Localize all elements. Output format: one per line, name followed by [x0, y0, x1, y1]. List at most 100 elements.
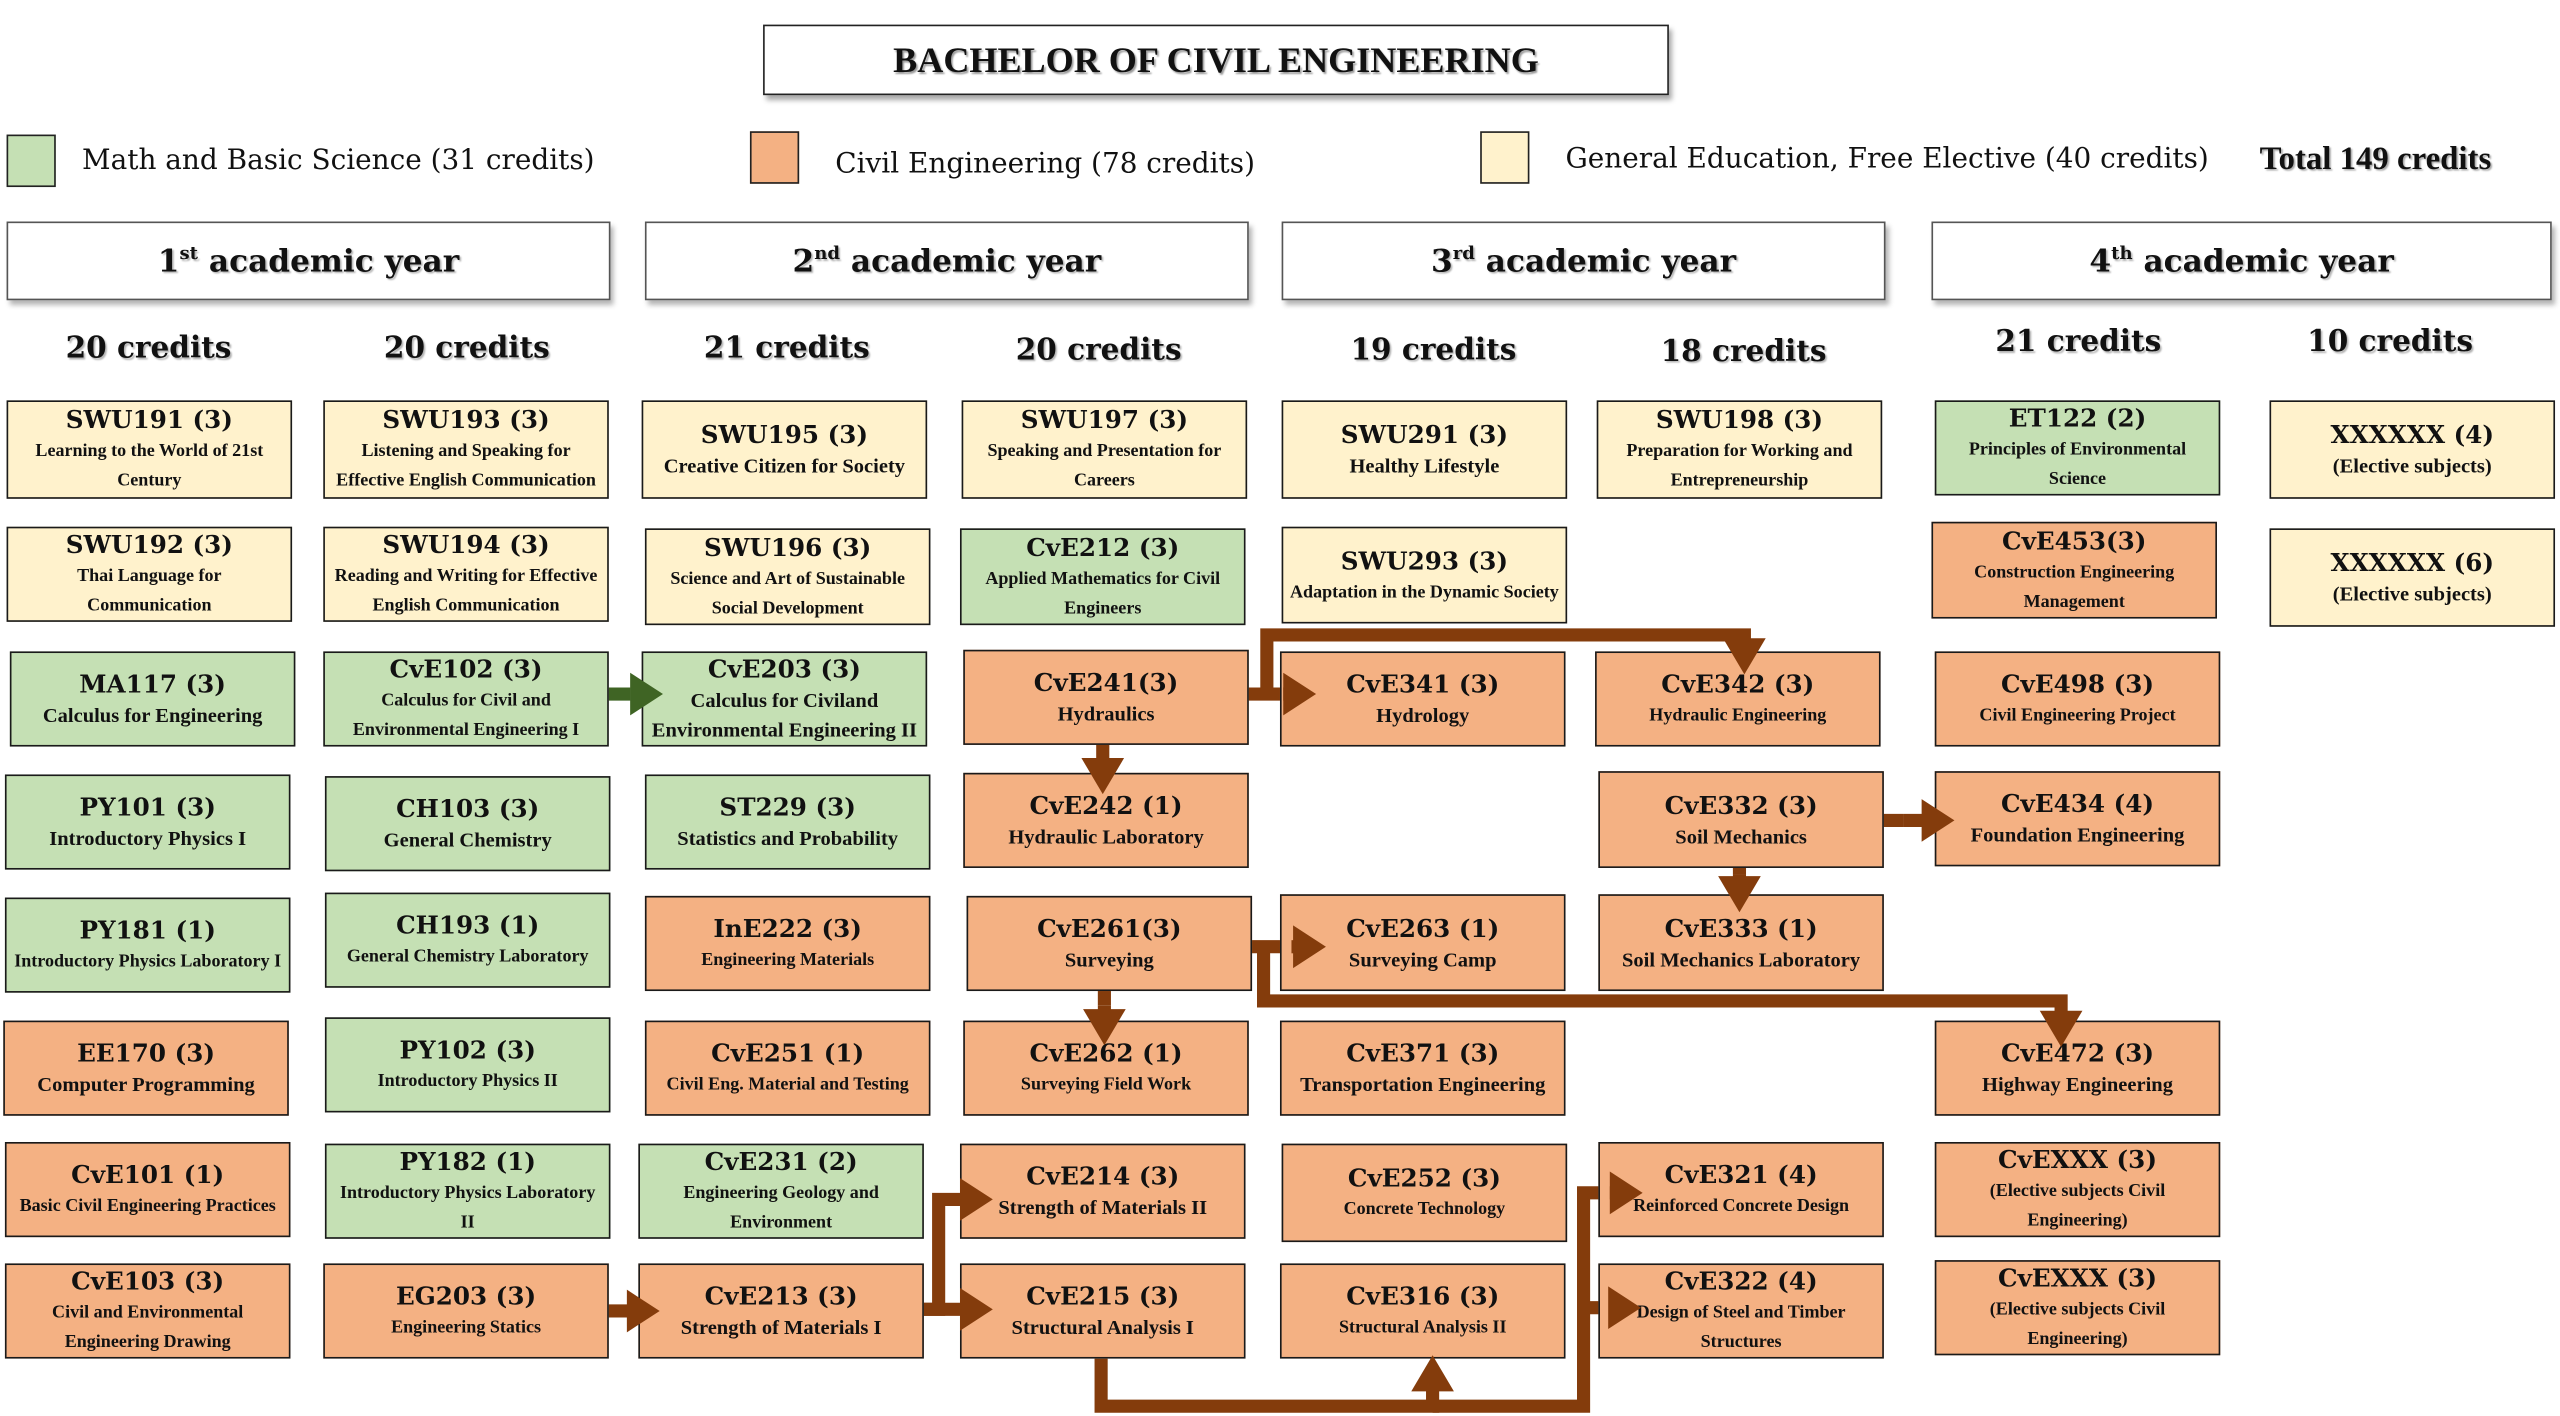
course-name: Calculus for Civil and Environmental Eng… — [352, 690, 580, 741]
course-name: Civil Engineering Project — [1979, 705, 2176, 726]
course-code: MA117 (3) — [79, 669, 226, 699]
course-cve371[interactable]: CvE371 (3)Transportation Engineering — [1279, 1020, 1566, 1116]
semester-4-credits: 20 credits — [1015, 333, 1182, 368]
course-code: ET122 (2) — [2008, 403, 2147, 434]
course-ch103[interactable]: CH103 (3)General Chemistry — [324, 776, 611, 872]
course-cve498[interactable]: CvE498 (3)Civil Engineering Project — [1934, 651, 2221, 747]
course-cve241[interactable]: CvE241(3)Hydraulics — [963, 649, 1249, 745]
course-eg203[interactable]: EG203 (3)Engineering Statics — [323, 1263, 609, 1359]
course-py102[interactable]: PY102 (3)Introductory Physics II — [324, 1017, 611, 1113]
course-name: Engineering Materials — [701, 950, 875, 970]
course-swu196[interactable]: SWU196 (3)Science and Art of Sustainable… — [644, 528, 931, 626]
course-code: SWU293 (3) — [1340, 545, 1509, 576]
course-code: CH193 (1) — [396, 910, 540, 941]
course-name: Strength of Materials I — [680, 1315, 882, 1339]
course-cve212[interactable]: CvE212 (3)Applied Mathematics for Civil … — [959, 528, 1246, 626]
course-code: PY181 (1) — [79, 915, 216, 946]
course-cve214[interactable]: CvE214 (3)Strength of Materials II — [959, 1143, 1246, 1239]
course-code: SWU193 (3) — [382, 405, 550, 435]
course-swu191[interactable]: SWU191 (3)Learning to the World of 21st … — [6, 400, 293, 499]
course-cve321[interactable]: CvE321 (4)Reinforced Concrete Design — [1598, 1141, 1884, 1238]
course-name: Calculus for Civiland Environmental Engi… — [651, 689, 917, 742]
semester-6-credits: 18 credits — [1660, 334, 1827, 370]
course-py101[interactable]: PY101 (3)Introductory Physics I — [4, 774, 291, 870]
course-name: Transportation Engineering — [1300, 1073, 1546, 1097]
course-cve252[interactable]: CvE252 (3)Concrete Technology — [1281, 1143, 1568, 1243]
course-name: Foundation Engineering — [1970, 823, 2185, 847]
legend-swatch-gen — [1480, 131, 1530, 184]
course-swu198[interactable]: SWU198 (3)Preparation for Working and En… — [1596, 400, 1883, 499]
course-code: CvE472 (3) — [2000, 1038, 2155, 1069]
course-name: Civil Eng. Material and Testing — [666, 1074, 909, 1095]
course-cve261[interactable]: CvE261(3)Surveying — [966, 895, 1253, 992]
course-name: Soil Mechanics — [1675, 824, 1807, 848]
course-cve231[interactable]: CvE231 (2) Engineering Geology and Enviro… — [638, 1143, 924, 1239]
legend-label-gen: General Education, Free Elective (40 cre… — [1565, 142, 2209, 176]
course-st229[interactable]: ST229 (3)Statistics and Probability — [644, 774, 931, 870]
course-cve213[interactable]: CvE213 (3)Strength of Materials I — [638, 1263, 924, 1359]
course-ch193[interactable]: CH193 (1)General Chemistry Laboratory — [324, 892, 611, 988]
semester-8-credits: 10 credits — [2307, 324, 2474, 360]
course-swu195[interactable]: SWU195 (3)Creative Citizen for Society — [641, 400, 928, 499]
course-code: CvE453(3) — [2001, 525, 2147, 556]
course-code: CvE262 (1) — [1029, 1038, 1183, 1069]
course-name: Structural Analysis II — [1338, 1317, 1507, 1338]
course-cve453[interactable]: CvE453(3) Construction Engineering Manage… — [1931, 521, 2217, 619]
course-py181[interactable]: PY181 (1)Introductory Physics Laboratory… — [4, 897, 291, 993]
course-cve262[interactable]: CvE262 (1)Surveying Field Work — [963, 1020, 1249, 1116]
course-code: PY102 (3) — [399, 1035, 536, 1065]
course-code: CvE231 (2) — [704, 1146, 858, 1177]
course-code: SWU291 (3) — [1340, 420, 1509, 450]
course-cve102[interactable]: CvE102 (3)Calculus for Civil and Environ… — [323, 651, 609, 747]
course-cvexxx_2[interactable]: CvEXXX (3)(Elective subjects Civil Engin… — [1934, 1260, 2221, 1356]
course-cve342[interactable]: CvE342 (3)Hydraulic Engineering — [1595, 651, 1881, 747]
course-name: Statistics and Probability — [677, 826, 899, 850]
course-name: Computer Programming — [37, 1073, 255, 1097]
semester-2-credits: 20 credits — [383, 331, 550, 366]
course-name: Calculus for Engineering — [42, 703, 263, 727]
course-swu192[interactable]: SWU192 (3)Thai Language for Communicatio… — [6, 526, 293, 622]
course-name: Hydraulic Engineering — [1649, 705, 1827, 726]
course-cve332[interactable]: CvE332 (3)Soil Mechanics — [1598, 771, 1884, 868]
course-cve333[interactable]: CvE333 (1)Soil Mechanics Laboratory — [1598, 894, 1884, 992]
course-swu197[interactable]: SWU197 (3)Speaking and Presentation for … — [961, 400, 1248, 499]
course-ee170[interactable]: EE170 (3) Computer Programming — [3, 1020, 289, 1116]
course-cve434[interactable]: CvE434 (4) Foundation Engineering — [1934, 771, 2221, 867]
course-cve263[interactable]: CvE263 (1)Surveying Camp — [1279, 894, 1566, 992]
course-cvexxx_1[interactable]: CvEXXX (3)(Elective subjects Civil Engin… — [1934, 1141, 2221, 1238]
course-py182[interactable]: PY182 (1)Introductory Physics Laboratory… — [324, 1143, 611, 1239]
year-header-2: 2nd academic year — [644, 221, 1249, 301]
course-cve203[interactable]: CvE203 (3)Calculus for Civiland Environm… — [641, 651, 928, 747]
course-cve101[interactable]: CvE101 (1)Basic Civil Engineering Practi… — [4, 1141, 291, 1238]
course-name: (Elective subjects) — [2332, 582, 2492, 606]
course-cve103[interactable]: CvE103 (3)Civil and Environmental Engine… — [4, 1263, 291, 1359]
course-name: Adaptation in the Dynamic Society — [1290, 581, 1559, 602]
course-cve341[interactable]: CvE341 (3)Hydrology — [1279, 651, 1566, 747]
course-swu291[interactable]: SWU291 (3)Healthy Lifestyle — [1281, 400, 1568, 499]
course-code: CvEXXX (3) — [1998, 1263, 2157, 1293]
course-ma117[interactable]: MA117 (3) Calculus for Engineering — [9, 651, 296, 747]
course-cve316[interactable]: CvE316 (3)Structural Analysis II — [1279, 1263, 1566, 1359]
course-cve251[interactable]: CvE251 (1)Civil Eng. Material and Testin… — [644, 1020, 931, 1116]
course-cve215[interactable]: CvE215 (3)Structural Analysis I — [959, 1263, 1246, 1359]
course-cve472[interactable]: CvE472 (3)Highway Engineering — [1934, 1020, 2221, 1116]
course-name: Engineering Geology and Environment — [683, 1183, 879, 1233]
course-ine222[interactable]: InE222 (3)Engineering Materials — [644, 895, 931, 992]
course-name: Construction Engineering Management — [1974, 561, 2175, 612]
course-swu193[interactable]: SWU193 (3)Listening and Speaking for Eff… — [323, 400, 609, 499]
year-header-4: 4th academic year — [1931, 221, 2552, 301]
course-code: CvE101 (1) — [71, 1160, 225, 1190]
course-code: CvE214 (3) — [1026, 1161, 1180, 1192]
course-cve242[interactable]: CvE242 (1)Hydraulic Laboratory — [963, 772, 1249, 868]
course-code: CvE212 (3) — [1026, 532, 1180, 562]
course-xxxxxx_6[interactable]: XXXXXX (6)(Elective subjects) — [2269, 528, 2556, 627]
course-code: EE170 (3) — [77, 1038, 215, 1069]
arrowhead-cve316 — [1411, 1355, 1454, 1392]
course-et122[interactable]: ET122 (2)Principles of Environmental Sci… — [1934, 400, 2221, 496]
course-cve322[interactable]: CvE322 (4)Design of Steel and Timber Str… — [1598, 1263, 1884, 1359]
course-xxxxxx_4[interactable]: XXXXXX (4)(Elective subjects) — [2269, 400, 2556, 499]
course-swu194[interactable]: SWU194 (3)Reading and Writing for Effect… — [323, 526, 609, 622]
course-swu293[interactable]: SWU293 (3) Adaptation in the Dynamic Soci… — [1281, 526, 1568, 624]
course-code: CvE434 (4) — [2000, 789, 2155, 819]
